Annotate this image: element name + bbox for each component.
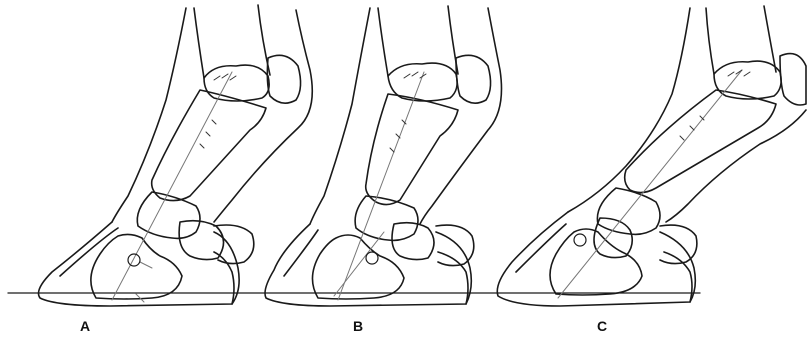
hoof-drawing-a (39, 5, 313, 306)
hoof-drawing-c (497, 6, 806, 306)
hoof-drawing-b (265, 6, 502, 306)
panel-label-b: B (353, 318, 363, 334)
panel-label-a: A (80, 318, 90, 334)
panel-label-c: C (597, 318, 607, 334)
